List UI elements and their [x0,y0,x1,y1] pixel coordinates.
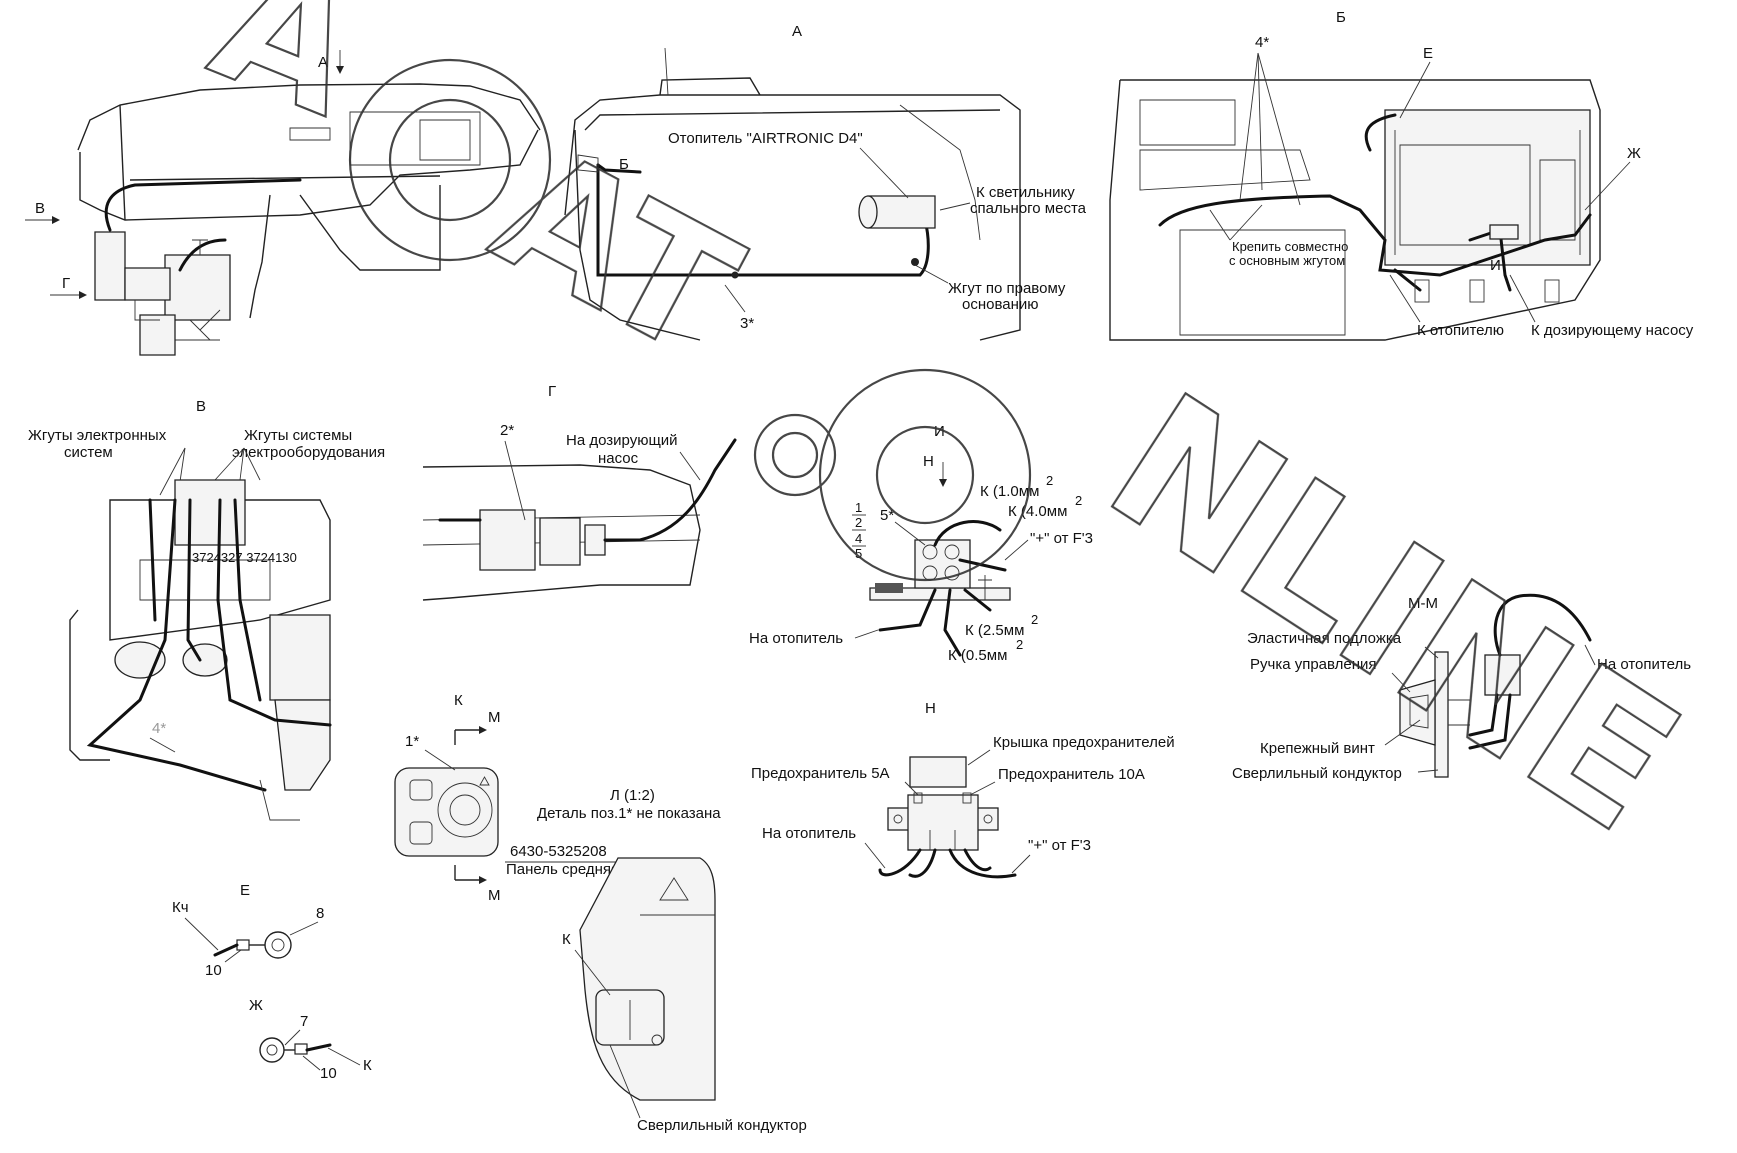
view-k-title: К [454,692,463,709]
fuse-10a-label: Предохранитель 10А [998,766,1145,783]
view-n-title: Н [925,700,936,717]
section-mm-title: М-М [1408,595,1438,612]
view-b-drawing: Б 4* Крепить совместно с основным жгутом… [1109,9,1694,341]
pos-4-label: 4* [1255,34,1269,51]
mark-zh-label: Ж [1627,145,1641,162]
pin-1: 1 [855,500,862,515]
lamp-label-2: спального места [970,200,1087,217]
arrow-a-label: А [318,54,328,71]
k40-label: К (4.0мм [1008,503,1067,520]
view-a-drawing: А Отопитель "AIRTRONIC D4" К светильнику… [564,23,1087,341]
view-e-drawing: Е Кч 8 10 [172,882,324,979]
pump-label-2: насос [598,450,639,467]
lamp-label-1: К светильнику [976,184,1075,201]
view-zh-drawing: Ж 7 10 К [249,997,372,1082]
view-v-title: В [196,398,206,415]
view-l-note: Деталь поз.1* не показана [537,805,721,822]
knob-label: Ручка управления [1250,656,1377,673]
section-mm-drawing: М-М Эластичная подложка Ручка управления… [1232,593,1691,782]
section-i-mark: И [934,423,945,440]
e-n10-label: 10 [205,962,222,979]
kch-label: Кч [172,899,189,916]
arrow-b-label: Б [619,156,629,173]
fuse-5a-label: Предохранитель 5А [751,765,890,782]
to-heater-label: К отопителю [1417,322,1504,339]
view-a-title: А [792,23,802,40]
k40-sq: 2 [1075,493,1082,508]
k10-sq: 2 [1046,473,1053,488]
section-to-heater-label: На отопитель [749,630,843,647]
k-mark-label: К [562,931,571,948]
screw-label: Крепежный винт [1260,740,1375,757]
to-pump-label: К дозирующему насосу [1531,322,1694,339]
view-e-title: Е [240,882,250,899]
electrical-harness-label-1: Жгуты системы [244,427,352,444]
k05-label: К (0.5мм [948,647,1007,664]
fuse-cover-label: Крышка предохранителей [993,734,1175,751]
harness-right-label-2: основанию [962,296,1039,313]
section-n-mark: Н [923,453,934,470]
jig-label-l: Сверлильный кондуктор [637,1117,807,1134]
k25-label: К (2.5мм [965,622,1024,639]
pos-5-label: 5* [880,507,894,524]
fuse-to-heater-label: На отопитель [762,825,856,842]
arrow-g-label: Г [62,275,70,292]
mark-e-label: Е [1423,45,1433,62]
electrical-harness-label-2: электрооборудования [232,444,385,461]
mm-to-heater-label: На отопитель [1597,656,1691,673]
pin-4: 4 [855,531,862,546]
watermark-at: AT [466,110,766,395]
view-zh-title: Ж [249,997,263,1014]
section-i-drawing: И Н 5* 1 2 4 5 К (1.0мм 2 К (4.0мм 2 "+"… [749,423,1093,664]
view-k-drawing: К М М 1* [394,692,501,904]
m-top-label: М [488,709,501,726]
k25-sq: 2 [1031,612,1038,627]
part-number-label: 6430-5325208 [510,843,607,860]
pos-2-label: 2* [500,422,514,439]
pump-label-1: На дозирующий [566,432,678,449]
e-n8-label: 8 [316,905,324,922]
jig-label-mm: Сверлильный кондуктор [1232,765,1402,782]
electronic-harness-label-2: систем [64,444,113,461]
pos-3-label: 3* [740,315,754,332]
watermark-nline: NLINE [1074,353,1714,873]
pos-1-label: 1* [405,733,419,750]
watermark-a: A [189,0,385,155]
zh-n7-label: 7 [300,1013,308,1030]
pin-2: 2 [855,515,862,530]
view-n-drawing: Н Крышка предохранителей Предохранитель … [751,700,1175,879]
view-l-title: Л (1:2) [610,787,655,804]
view-b-title: Б [1336,9,1346,26]
fuse-plus-f3-label: "+" от F'3 [1028,837,1091,854]
view-l-drawing: Л (1:2) Деталь поз.1* не показана 6430-5… [505,787,807,1134]
fix-together-label-1: Крепить совместно [1232,239,1348,254]
mark-i-label: И [1490,257,1501,274]
k05-sq: 2 [1016,637,1023,652]
pad-label: Эластичная подложка [1247,630,1402,647]
m-bottom-label: М [488,887,501,904]
plus-f3-label: "+" от F'3 [1030,530,1093,547]
view-g-drawing: Г 2* На дозирующий насос [422,383,737,601]
connector-numbers-label: 3724327 3724130 [192,550,297,565]
zh-n10-label: 10 [320,1065,337,1082]
view-v-drawing: В Жгуты электронных систем Жгуты системы… [28,398,385,821]
panel-middle-label: Панель средняя [506,861,619,878]
zh-k-label: К [363,1057,372,1074]
pin-5: 5 [855,546,862,561]
fix-together-label-2: с основным жгутом [1229,253,1345,268]
overview-cab-drawing: А В Г [25,50,541,356]
view-g-title: Г [548,383,556,400]
arrow-v-label: В [35,200,45,217]
heater-airtronic-label: Отопитель "AIRTRONIC D4" [668,130,863,147]
electronic-harness-label-1: Жгуты электронных [28,427,167,444]
k10-label: К (1.0мм [980,483,1039,500]
pos-4-label-v: 4* [152,720,166,737]
harness-right-label-1: Жгут по правому [948,280,1066,297]
